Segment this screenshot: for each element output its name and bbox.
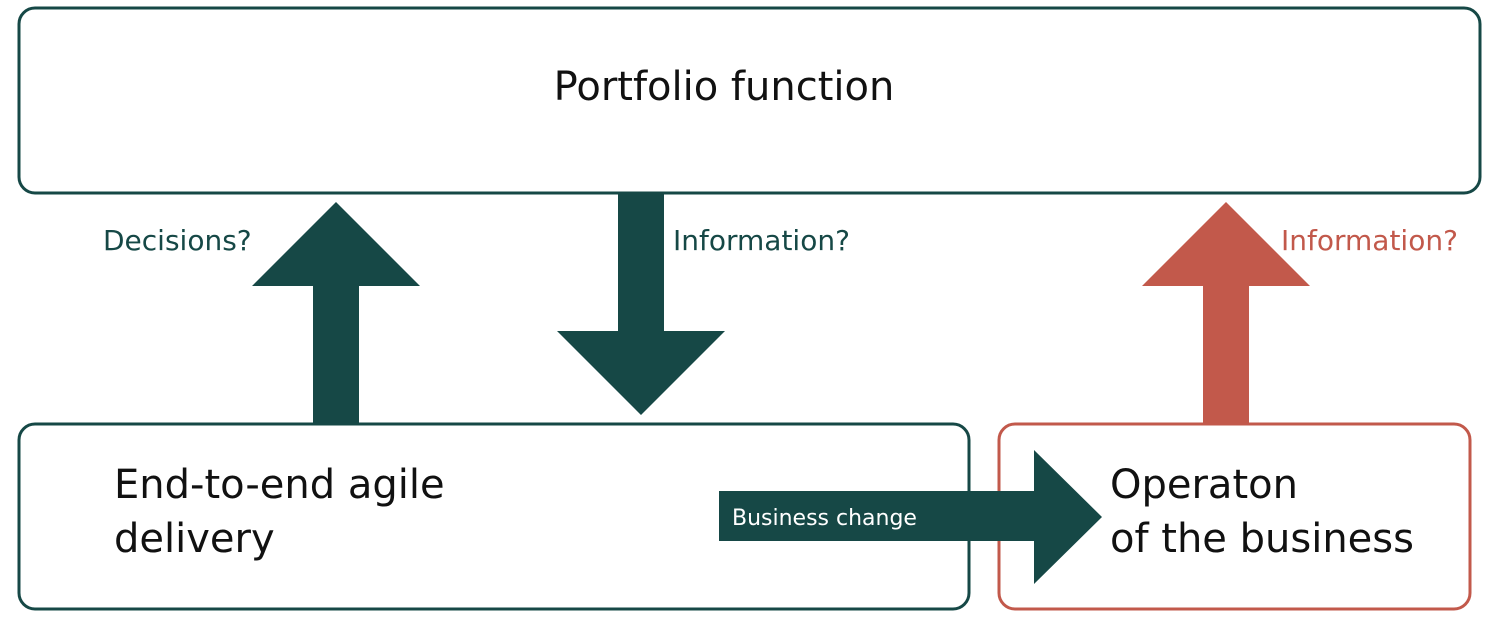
information-down-label: Information? bbox=[673, 224, 850, 257]
operation-box: Operaton of the business bbox=[997, 422, 1472, 611]
portfolio-function-box-border bbox=[17, 6, 1482, 195]
business-change-arrow: Business change bbox=[719, 450, 1102, 584]
information-up-arrow: Information? bbox=[1142, 202, 1458, 424]
information-up-arrow-shape bbox=[1142, 202, 1310, 424]
decisions-up-arrow-shape bbox=[252, 202, 420, 424]
information-down-arrow: Information? bbox=[557, 193, 850, 415]
delivery-box-line2: delivery bbox=[114, 516, 275, 562]
portfolio-function-title: Portfolio function bbox=[554, 64, 895, 110]
operation-box-line2: of the business bbox=[1110, 516, 1414, 562]
information-down-arrow-shape bbox=[557, 193, 725, 415]
decisions-label: Decisions? bbox=[103, 224, 252, 257]
delivery-box: End-to-end agile delivery bbox=[17, 422, 971, 611]
portfolio-function-box: Portfolio function bbox=[17, 6, 1482, 195]
decisions-up-arrow: Decisions? bbox=[103, 202, 420, 424]
business-change-label: Business change bbox=[732, 506, 917, 531]
business-change-arrow-shape bbox=[719, 450, 1102, 584]
operation-box-line1: Operaton bbox=[1110, 462, 1298, 508]
information-up-label: Information? bbox=[1281, 224, 1458, 257]
delivery-box-line1: End-to-end agile bbox=[114, 462, 445, 508]
